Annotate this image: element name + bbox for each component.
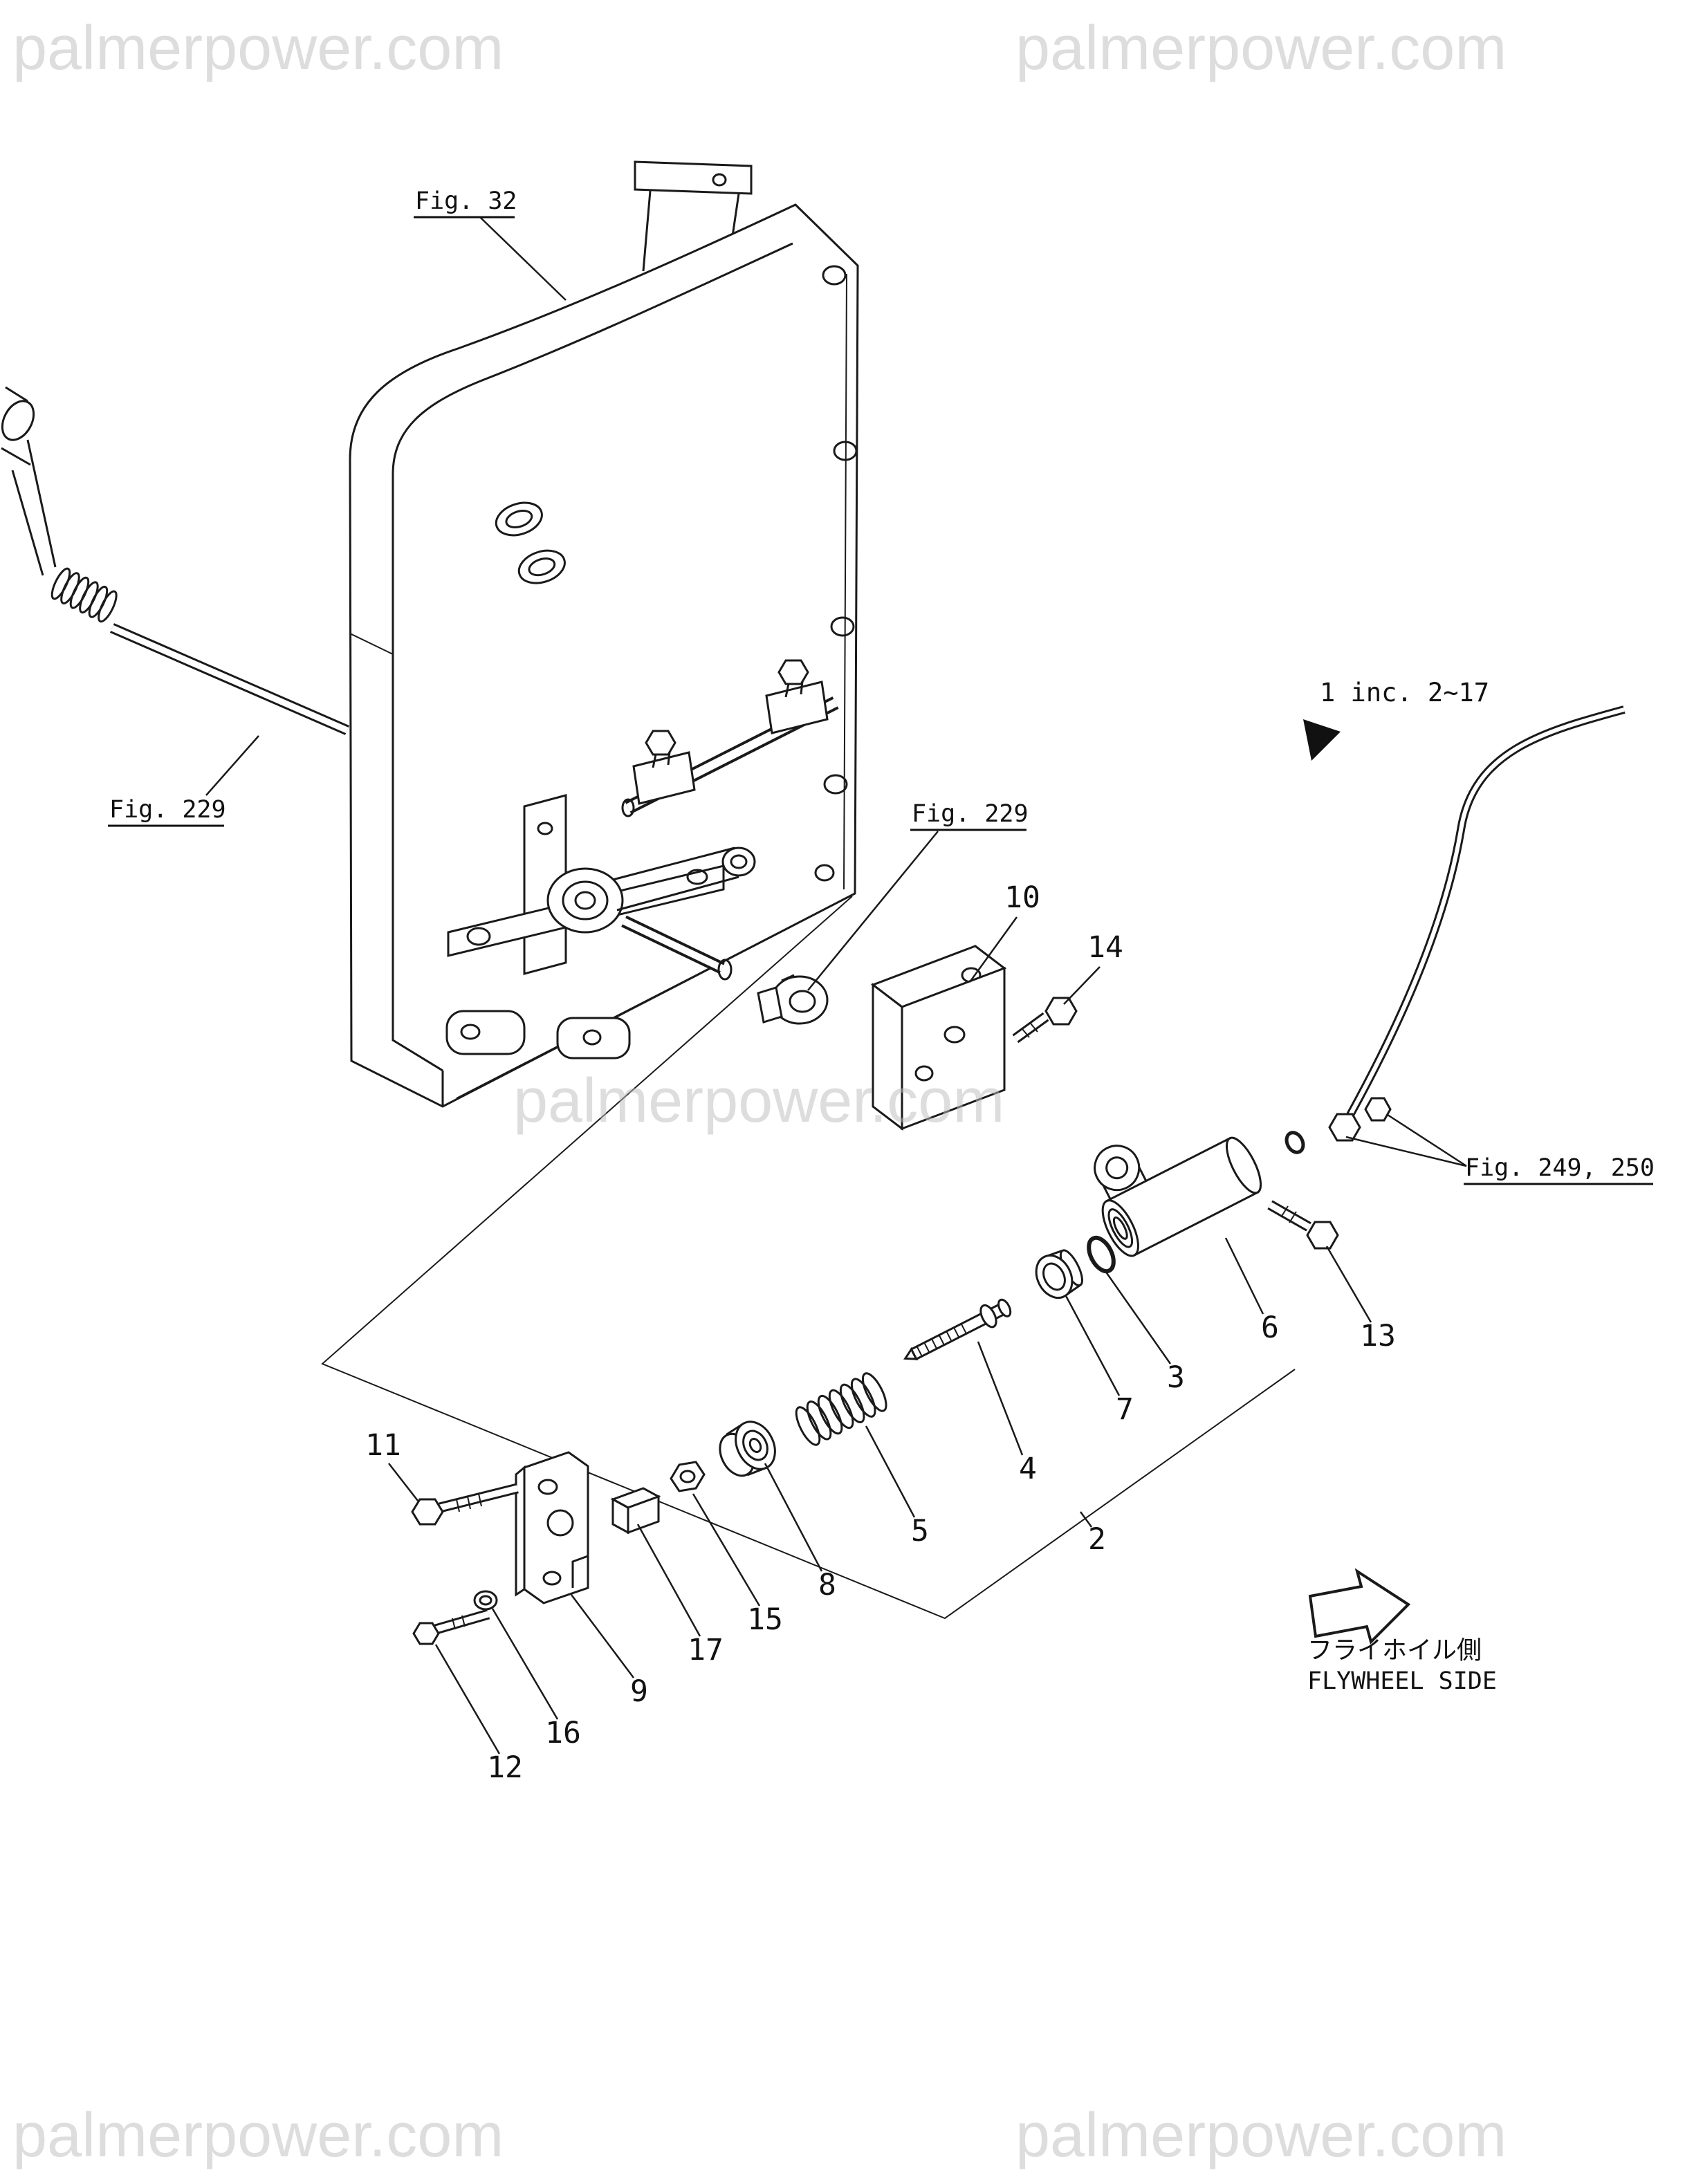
watermark-middle: palmerpower.com [513,1066,1004,1136]
callout-4: 4 [1019,1452,1037,1486]
elbow-body-6 [1094,1136,1262,1257]
plate-bottom-ears [445,1010,631,1059]
callout-5: 5 [911,1514,929,1548]
bolt-13 [1267,1200,1339,1250]
assembly-note: 1 inc. 2~17 [1320,678,1489,707]
watermarks: palmerpower.com palmerpower.com palmerpo… [12,14,1507,2170]
plate-oval-slots [495,501,566,584]
nut-15 [670,1461,706,1492]
callout-10: 10 [1004,880,1040,915]
fig229-left-label: Fig. 229 [109,796,226,824]
fig32-label: Fig. 32 [415,187,517,215]
part-number-callouts: 10 14 13 6 3 7 4 2 5 8 15 17 9 16 12 11 [365,880,1396,1785]
flywheel-side-jp: フライホイル側 [1307,1636,1482,1665]
callout-16: 16 [545,1716,581,1750]
pipe-fittings [1285,1097,1392,1154]
valve-stem-4 [903,1298,1012,1361]
mounting-plate [349,160,859,1108]
spring-5 [795,1372,887,1446]
callout-3: 3 [1167,1360,1185,1395]
lever-assembly [546,846,756,981]
plug-7 [1035,1249,1083,1299]
cap-8 [719,1420,776,1477]
pipe-clamp-upper [765,659,829,734]
assembly-note-group: 1 inc. 2~17 [1303,678,1489,761]
callout-11: 11 [365,1428,401,1463]
figure-labels: Fig. 32 Fig. 229 Fig. 229 Fig. 249, 250 [108,187,1655,1185]
watermark-bottom-right: palmerpower.com [1015,2101,1507,2170]
rod-spring [50,567,118,623]
assembly-arrow-icon [1303,719,1341,761]
plate-edge-holes [814,265,858,882]
flywheel-side-marker: フライホイル側 FLYWHEEL SIDE [1307,1568,1497,1695]
washer-16 [473,1590,498,1611]
callout-13: 13 [1360,1319,1396,1353]
callout-7: 7 [1116,1392,1134,1427]
bracket-9 [515,1451,589,1604]
callout-8: 8 [818,1568,836,1602]
callout-6: 6 [1261,1311,1279,1345]
o-ring-3 [1087,1235,1116,1274]
watermark-top-right: palmerpower.com [1015,14,1507,83]
flywheel-side-en: FLYWHEEL SIDE [1307,1667,1497,1695]
block-17 [610,1487,661,1535]
callout-15: 15 [747,1602,783,1637]
callout-9: 9 [630,1674,648,1709]
clamp-fig229 [757,974,829,1025]
bolt-12 [412,1609,490,1645]
fig229-mid-label: Fig. 229 [912,800,1029,828]
watermark-bottom-left: palmerpower.com [12,2101,504,2170]
pipe-clamp-lower [632,730,696,805]
callout-14: 14 [1087,930,1123,965]
plate-top-tab [634,160,753,272]
callout-12: 12 [487,1750,523,1785]
leader-lines [205,216,1467,1755]
bolt-11 [411,1483,519,1526]
fig249-250-label: Fig. 249, 250 [1465,1154,1655,1182]
bracket-10 [870,945,1007,1131]
rod-clevis [1,386,57,576]
flywheel-arrow-icon [1308,1568,1411,1645]
control-rod [1,386,349,735]
fuel-pipe [1346,705,1626,1117]
watermark-top-left: palmerpower.com [12,14,504,83]
callout-2: 2 [1088,1522,1106,1557]
callout-17: 17 [688,1633,724,1667]
bolt-14 [1012,997,1078,1044]
